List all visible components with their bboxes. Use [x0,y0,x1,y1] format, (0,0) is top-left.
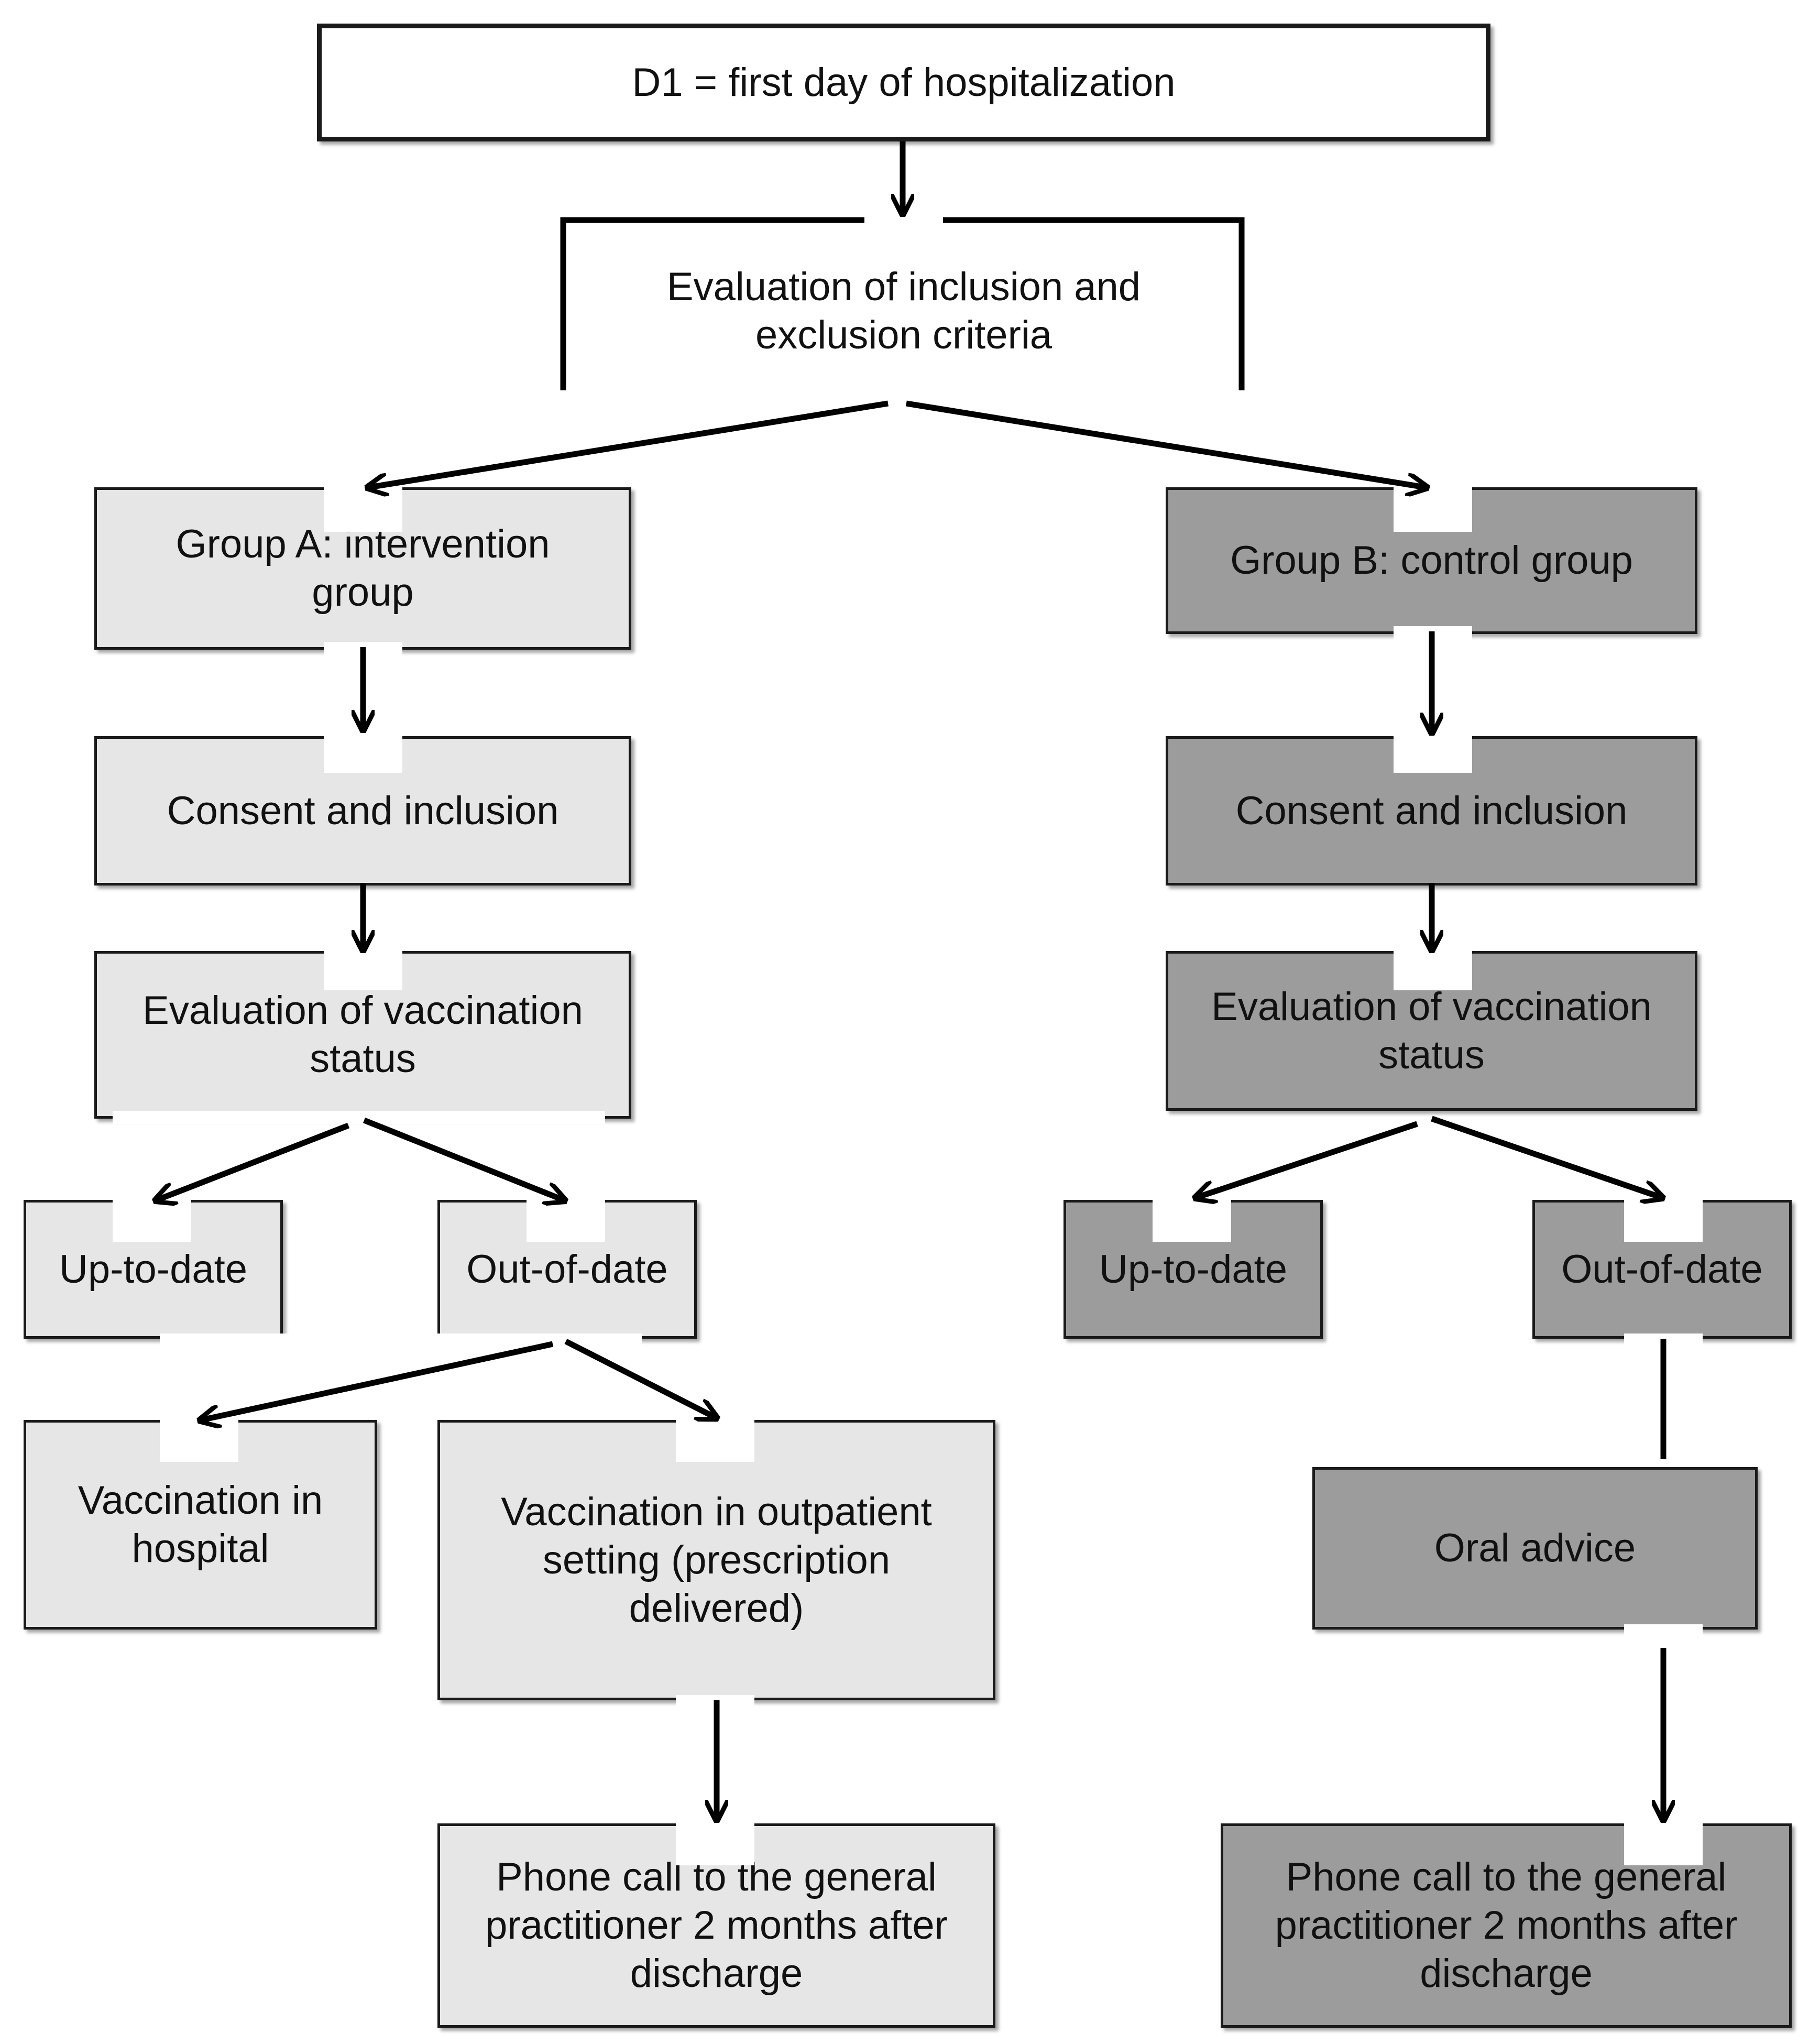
group-a-phone-call-label: Phone call to the general practitioner 2… [485,1855,948,1996]
group-a-vaccination-hospital-label: Vaccination in hospital [78,1478,323,1571]
notch [113,1111,605,1124]
group-a-vaccination-outpatient-box: Vaccination in outpatient setting (presc… [437,1420,995,1700]
evaluation-criteria-label: Evaluation of inclusion and exclusion cr… [666,265,1141,357]
notch [1153,1197,1231,1242]
notch [1624,1624,1703,1640]
notch [676,1417,754,1462]
group-a-up-to-date-label: Up-to-date [59,1247,248,1292]
notch [676,1821,754,1865]
notch [1624,1821,1703,1865]
group-b-up-to-date-label: Up-to-date [1099,1247,1288,1292]
criteria-bracket-right [943,217,1245,390]
d1-label: D1 = first day of hospitalization [632,60,1176,105]
group-a-consent-label: Consent and inclusion [167,788,559,833]
notch [160,1333,642,1347]
notch [1394,734,1472,773]
group-b-oral-advice-label: Oral advice [1434,1526,1636,1570]
group-b-title: Group B: control group [1230,538,1633,583]
notch [324,734,402,773]
notch [324,948,402,990]
group-a-out-of-date-label: Out-of-date [466,1247,668,1292]
group-b-consent-label: Consent and inclusion [1235,788,1628,833]
group-b-oral-advice-box: Oral advice [1312,1467,1758,1630]
group-a-consent-box: Consent and inclusion [94,736,631,886]
d1-box: D1 = first day of hospitalization [317,24,1490,141]
group-a-up-to-date-box: Up-to-date [24,1200,283,1339]
notch [1624,1197,1703,1242]
group-b-vaccination-status-label: Evaluation of vaccination status [1211,984,1652,1077]
group-a-vaccination-outpatient-label: Vaccination in outpatient setting (presc… [501,1489,932,1631]
group-a-vaccination-status-label: Evaluation of vaccination status [142,988,583,1081]
group-b-out-of-date-label: Out-of-date [1561,1247,1763,1292]
criteria-bracket-left [560,217,864,390]
notch [1394,948,1472,990]
